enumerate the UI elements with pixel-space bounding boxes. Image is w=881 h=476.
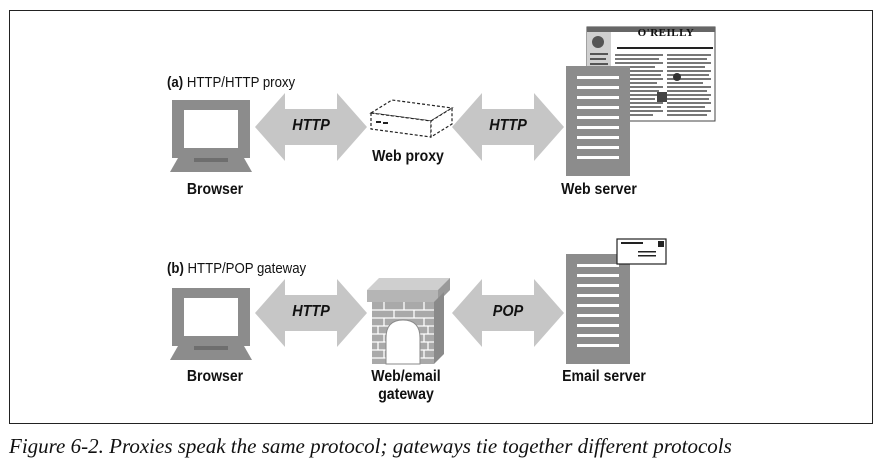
gateway-label-line1: Web/email xyxy=(371,368,441,385)
section-a-marker: (a) xyxy=(167,74,184,91)
figure-frame xyxy=(9,10,873,424)
oreilly-brand-text: O'REILLY xyxy=(637,27,695,39)
http-arrow-a-right-label: HTTP xyxy=(489,117,527,134)
section-b-marker: (b) xyxy=(167,260,184,277)
browser-b-monitor-icon xyxy=(170,288,252,360)
web-server-label: Web server xyxy=(561,181,637,198)
gateway-brick-arch-icon xyxy=(367,278,450,365)
http-arrow-b-left-label: HTTP xyxy=(292,303,330,320)
http-arrow-a-left xyxy=(255,93,367,161)
web-server-icon xyxy=(566,66,630,176)
section-a-title-text: HTTP/HTTP proxy xyxy=(186,74,296,91)
section-b-title: (b) HTTP/POP gateway xyxy=(167,260,306,277)
pop-arrow-b-right-label: POP xyxy=(492,303,524,320)
gateway-label-line2: gateway xyxy=(378,386,434,403)
http-arrow-a-left-label: HTTP xyxy=(292,117,330,134)
browser-a-label: Browser xyxy=(186,181,244,198)
figure-caption: Figure 6-2. Proxies speak the same proto… xyxy=(9,434,732,458)
http-arrow-b-left xyxy=(255,279,367,347)
browser-b-label: Browser xyxy=(186,368,244,385)
pop-arrow-b-right xyxy=(452,279,564,347)
section-a-title: (a) HTTP/HTTP proxy xyxy=(167,74,295,91)
web-proxy-icon xyxy=(369,99,454,139)
email-server-label: Email server xyxy=(562,368,646,385)
email-server-icon xyxy=(566,254,630,364)
web-proxy-label: Web proxy xyxy=(372,148,444,165)
envelope-icon xyxy=(616,238,667,265)
section-b-title-text: HTTP/POP gateway xyxy=(187,260,307,277)
browser-a-monitor-icon xyxy=(170,100,252,172)
http-arrow-a-right xyxy=(452,93,564,161)
